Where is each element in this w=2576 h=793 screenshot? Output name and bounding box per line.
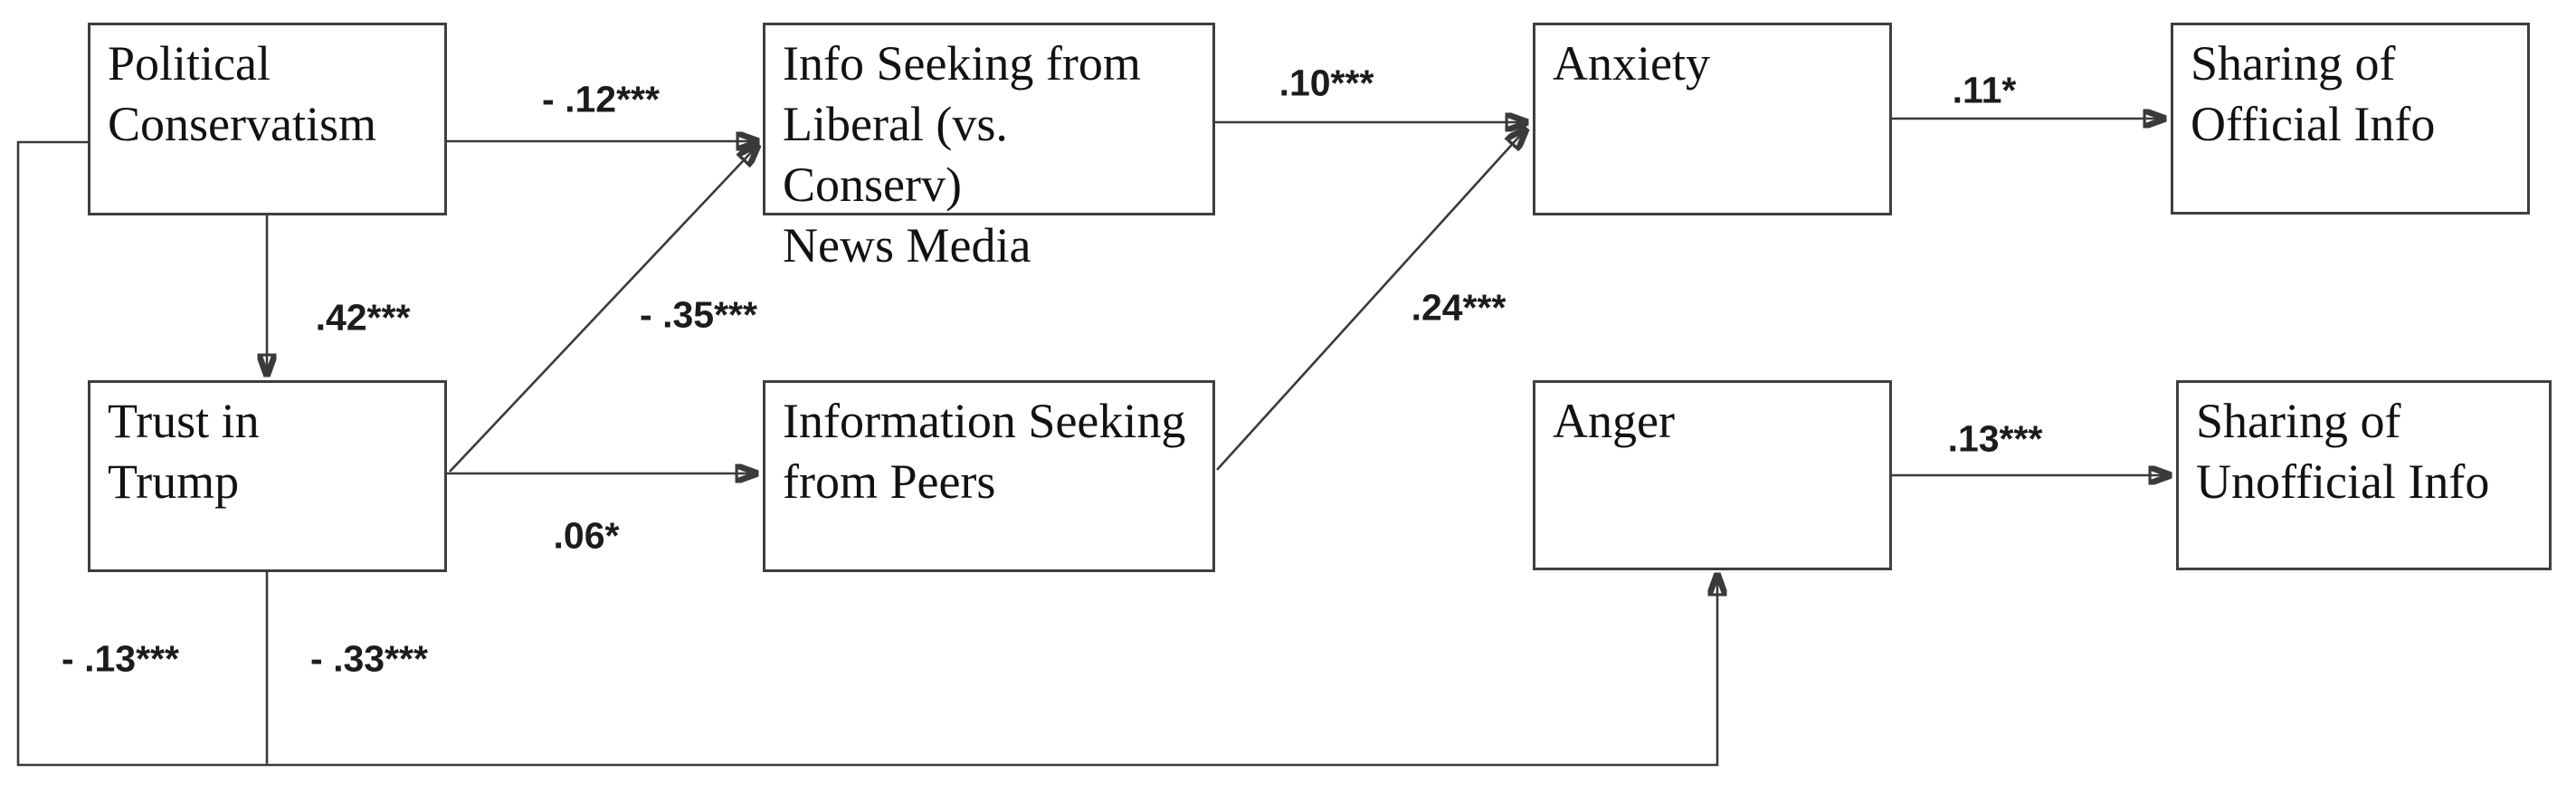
- box-anxiety: Anxiety: [1533, 23, 1892, 215]
- box-political-conservatism-label: Political Conservatism: [108, 36, 376, 151]
- box-info-seeking-liberal-media-label: Info Seeking from Liberal (vs. Conserv) …: [783, 36, 1141, 272]
- box-sharing-official-info-label: Sharing of Official Info: [2191, 36, 2436, 151]
- coefficient-anger-to-unofficial: .13***: [1947, 417, 2043, 460]
- arrow-peers-to-anxiety: [1216, 129, 1526, 471]
- coefficient-pc-to-trust: .42***: [315, 296, 411, 339]
- box-trust-in-trump: Trust in Trump: [88, 380, 447, 572]
- coefficient-peers-to-anxiety: .24***: [1411, 286, 1507, 329]
- box-anxiety-label: Anxiety: [1553, 36, 1710, 91]
- box-info-seeking-liberal-media: Info Seeking from Liberal (vs. Conserv) …: [763, 23, 1215, 272]
- box-sharing-unofficial-info-label: Sharing of Unofficial Info: [2196, 394, 2490, 509]
- box-sharing-unofficial-info: Sharing of Unofficial Info: [2176, 380, 2552, 570]
- coefficient-anxiety-to-official: .11*: [1952, 69, 2017, 111]
- coefficient-trust-to-anger: - .33***: [310, 637, 428, 680]
- arrow-pc-to-anger: [16, 140, 1717, 767]
- coefficient-trust-to-liberal-media: - .35***: [640, 293, 757, 336]
- arrow-trust-to-liberal-media: [449, 145, 758, 473]
- box-trust-in-trump-label: Trust in Trump: [108, 394, 260, 509]
- box-info-seeking-peers: Information Seeking from Peers: [763, 380, 1215, 572]
- coefficient-pc-to-liberal-media: - .12***: [542, 78, 660, 120]
- box-anger: Anger: [1533, 380, 1892, 570]
- box-info-seeking-peers-label: Information Seeking from Peers: [783, 394, 1186, 509]
- coefficient-pc-to-anger: - .13***: [62, 637, 179, 680]
- coefficient-trust-to-peers: .06*: [553, 514, 620, 557]
- box-political-conservatism: Political Conservatism: [88, 23, 447, 215]
- box-sharing-official-info: Sharing of Official Info: [2171, 23, 2530, 215]
- box-anger-label: Anger: [1553, 394, 1675, 448]
- coefficient-liberal-media-to-anxiety: .10***: [1278, 62, 1374, 104]
